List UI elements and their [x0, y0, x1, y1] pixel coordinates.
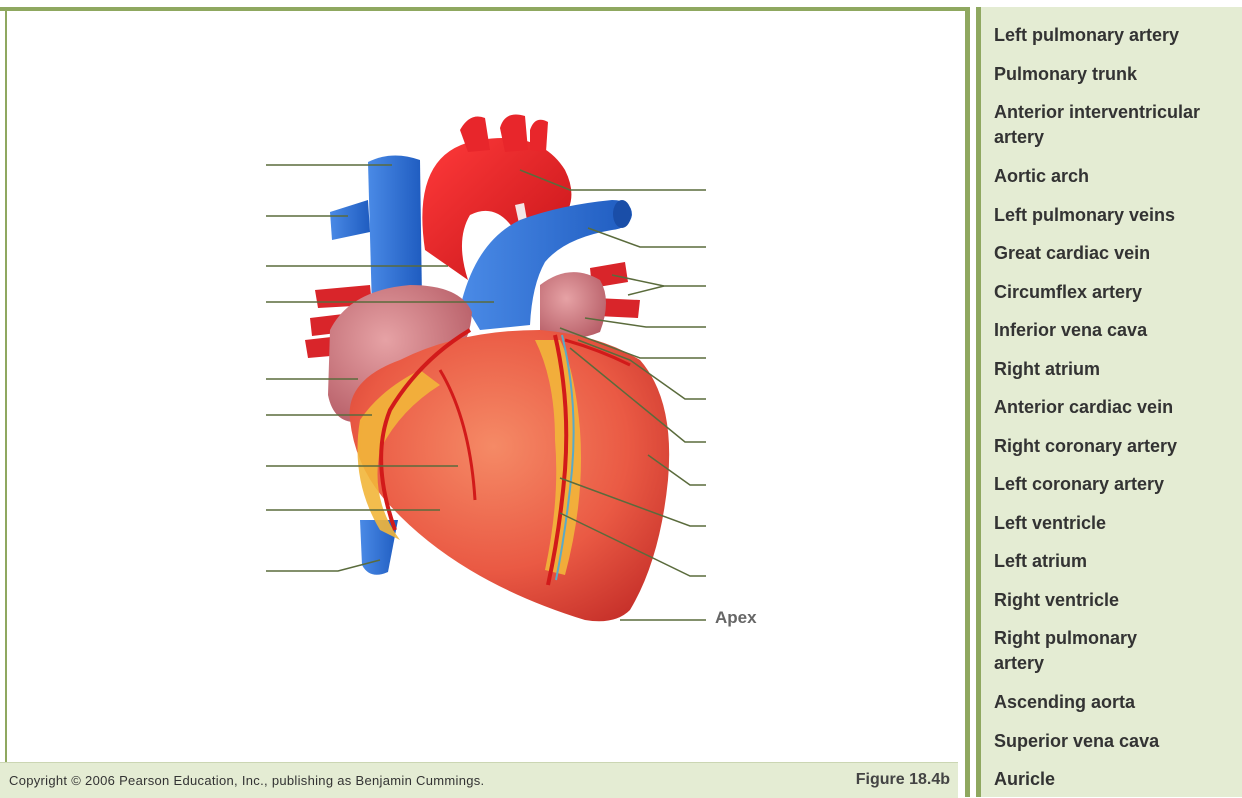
label-inferior-vena-cava[interactable]: Inferior vena cava — [994, 318, 1234, 343]
label-left-pulmonary-artery[interactable]: Left pulmonary artery — [994, 23, 1234, 48]
label-right-pulmonary-artery[interactable]: Right pulmonary artery — [994, 626, 1174, 676]
label-superior-vena-cava[interactable]: Superior vena cava — [994, 729, 1234, 754]
left-atrium-shape — [540, 272, 606, 338]
label-left-coronary-artery[interactable]: Left coronary artery — [994, 472, 1234, 497]
label-bank: Left pulmonary artery Pulmonary trunk An… — [981, 7, 1242, 797]
figure-number: Figure 18.4b — [856, 771, 950, 789]
label-left-ventricle[interactable]: Left ventricle — [994, 511, 1234, 536]
aortic-branch-2 — [500, 115, 528, 153]
label-right-ventricle[interactable]: Right ventricle — [994, 588, 1234, 613]
figure-panel: Apex Copyright © 2006 Pearson Education,… — [0, 0, 965, 797]
copyright-text: Copyright © 2006 Pearson Education, Inc.… — [9, 773, 484, 788]
label-right-atrium[interactable]: Right atrium — [994, 357, 1234, 382]
label-great-cardiac-vein[interactable]: Great cardiac vein — [994, 241, 1234, 266]
ventricles-shape — [350, 330, 670, 621]
label-aortic-arch[interactable]: Aortic arch — [994, 164, 1234, 189]
label-anterior-cardiac-vein[interactable]: Anterior cardiac vein — [994, 395, 1234, 420]
label-left-pulmonary-veins[interactable]: Left pulmonary veins — [994, 203, 1234, 228]
label-circumflex-artery[interactable]: Circumflex artery — [994, 280, 1234, 305]
figure-footer: Copyright © 2006 Pearson Education, Inc.… — [0, 762, 958, 798]
label-right-coronary-artery[interactable]: Right coronary artery — [994, 434, 1234, 459]
heart-illustration — [0, 0, 960, 760]
label-left-atrium[interactable]: Left atrium — [994, 549, 1234, 574]
label-pulmonary-trunk[interactable]: Pulmonary trunk — [994, 62, 1234, 87]
apex-label: Apex — [715, 608, 757, 628]
aortic-branch-3 — [530, 120, 548, 152]
label-ascending-aorta[interactable]: Ascending aorta — [994, 690, 1234, 715]
svc-branch-shape — [330, 200, 370, 240]
label-auricle[interactable]: Auricle — [994, 767, 1234, 792]
pulmonary-artery-opening — [613, 200, 631, 228]
label-anterior-interventricular-artery[interactable]: Anterior interventricular artery — [994, 100, 1234, 150]
